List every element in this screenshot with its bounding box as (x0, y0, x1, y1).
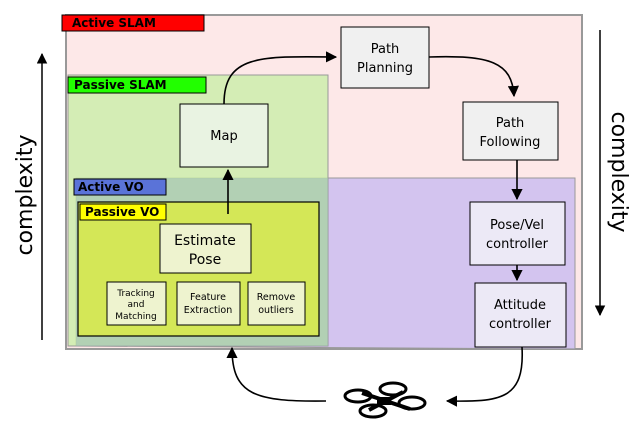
path-planning-line2: Planning (357, 61, 413, 76)
active-slam-label: Active SLAM (72, 16, 156, 30)
active-slam-tag (61, 14, 205, 32)
arrow-robot-to-vo (226, 346, 327, 402)
tracking-line2: and (128, 300, 145, 310)
pose-vel-line1: Pose/Vel (490, 218, 544, 233)
remove-outliers-line1: Remove (257, 292, 296, 303)
estimate-pose-line2: Pose (189, 252, 221, 268)
tracking-node: Tracking and Matching (106, 281, 167, 326)
pose-vel-line2: controller (486, 237, 549, 252)
path-following-line1: Path (496, 116, 525, 131)
estimate-pose-line1: Estimate (174, 233, 236, 249)
passive-slam-label: Passive SLAM (74, 78, 167, 92)
map-label: Map (210, 129, 237, 144)
feature-extraction-line2: Extraction (184, 305, 233, 316)
remove-outliers-line2: outliers (258, 305, 294, 316)
estimate-pose-node: Estimate Pose (159, 223, 252, 274)
passive-vo-label: Passive VO (85, 205, 159, 219)
path-planning-line1: Path (371, 42, 400, 57)
pose-vel-controller-node: Pose/Vel controller (469, 201, 566, 266)
attitude-line1: Attitude (494, 298, 546, 313)
left-complexity-label: complexity (13, 135, 38, 256)
path-following-node: Path Following (462, 101, 559, 161)
attitude-line2: controller (489, 317, 552, 332)
map-node: Map (179, 103, 269, 168)
arrow-attitude-to-robot (445, 346, 523, 407)
tracking-line3: Matching (115, 312, 156, 322)
attitude-controller-node: Attitude controller (474, 282, 567, 348)
passive-slam-tag (67, 76, 207, 94)
right-complexity-label: complexity (606, 112, 631, 233)
quadrotor-icon (343, 381, 427, 419)
arrow-map-to-planning (223, 51, 338, 105)
active-vo-tag (73, 178, 167, 196)
left-complexity-axis: complexity (13, 52, 48, 340)
feature-extraction-node: Feature Extraction (176, 281, 241, 326)
feature-extraction-line1: Feature (190, 292, 226, 303)
right-complexity-axis: complexity (594, 30, 631, 317)
path-planning-node: Path Planning (340, 26, 430, 89)
remove-outliers-node: Remove outliers (247, 281, 306, 326)
active-vo-label: Active VO (78, 180, 144, 194)
tracking-line1: Tracking (116, 289, 154, 299)
arrow-planning-to-following (428, 55, 519, 98)
passive-vo-tag (79, 203, 167, 221)
path-following-line2: Following (480, 135, 541, 150)
